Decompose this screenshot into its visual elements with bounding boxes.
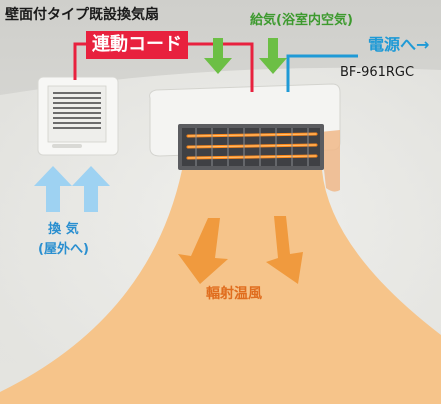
fan-grille xyxy=(53,92,101,129)
power-label: 電源へ→ xyxy=(368,35,430,54)
link-cord-label: 連動コード xyxy=(86,31,188,59)
ceiling-heater-icon xyxy=(149,83,341,192)
heater-grille xyxy=(195,128,309,166)
vent-arrow-icons xyxy=(34,166,110,212)
power-cord-line xyxy=(286,54,358,92)
model-number-label: BF-961RGC xyxy=(340,65,415,80)
intake-arrow-icons xyxy=(204,38,287,74)
exhaust-fan-icon xyxy=(37,76,119,156)
exhaust-fan-label: 壁面付タイプ既設換気扇 xyxy=(5,7,159,23)
heat-flow-area xyxy=(0,170,441,404)
ventilation-label-line1: 換 気 xyxy=(48,222,79,237)
radiant-heat-label: 輻射温風 xyxy=(206,286,262,302)
air-intake-label: 給気(浴室内空気) xyxy=(250,13,353,28)
ventilation-label-line2: (屋外へ) xyxy=(38,241,89,257)
heat-arrow-icons xyxy=(178,216,303,284)
ventilation-label: 換 気 (屋外へ) xyxy=(38,220,89,259)
